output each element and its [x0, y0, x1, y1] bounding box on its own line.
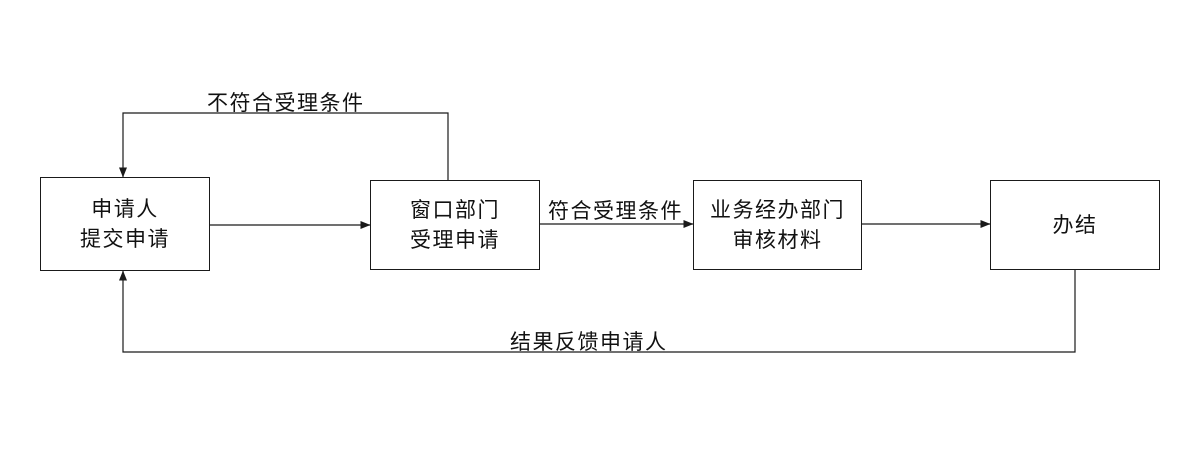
node-business-department-label: 业务经办部门 审核材料: [710, 198, 845, 252]
node-completed-label: 办结: [1052, 213, 1098, 237]
edge-label-feedback: 结果反馈申请人: [510, 330, 668, 354]
node-business-department: 业务经办部门 审核材料: [693, 180, 862, 270]
node-applicant: 申请人 提交申请: [40, 177, 210, 271]
node-completed: 办结: [990, 180, 1160, 270]
edge-label-reject: 不符合受理条件: [207, 91, 365, 115]
edge-reject-loop: [119, 112, 449, 180]
edge-label-accept: 符合受理条件: [548, 199, 683, 223]
node-applicant-label: 申请人 提交申请: [80, 197, 170, 251]
node-window-department-label: 窗口部门 受理申请: [410, 198, 500, 252]
edge-feedback-loop: [119, 270, 1076, 353]
node-window-department: 窗口部门 受理申请: [370, 180, 540, 270]
